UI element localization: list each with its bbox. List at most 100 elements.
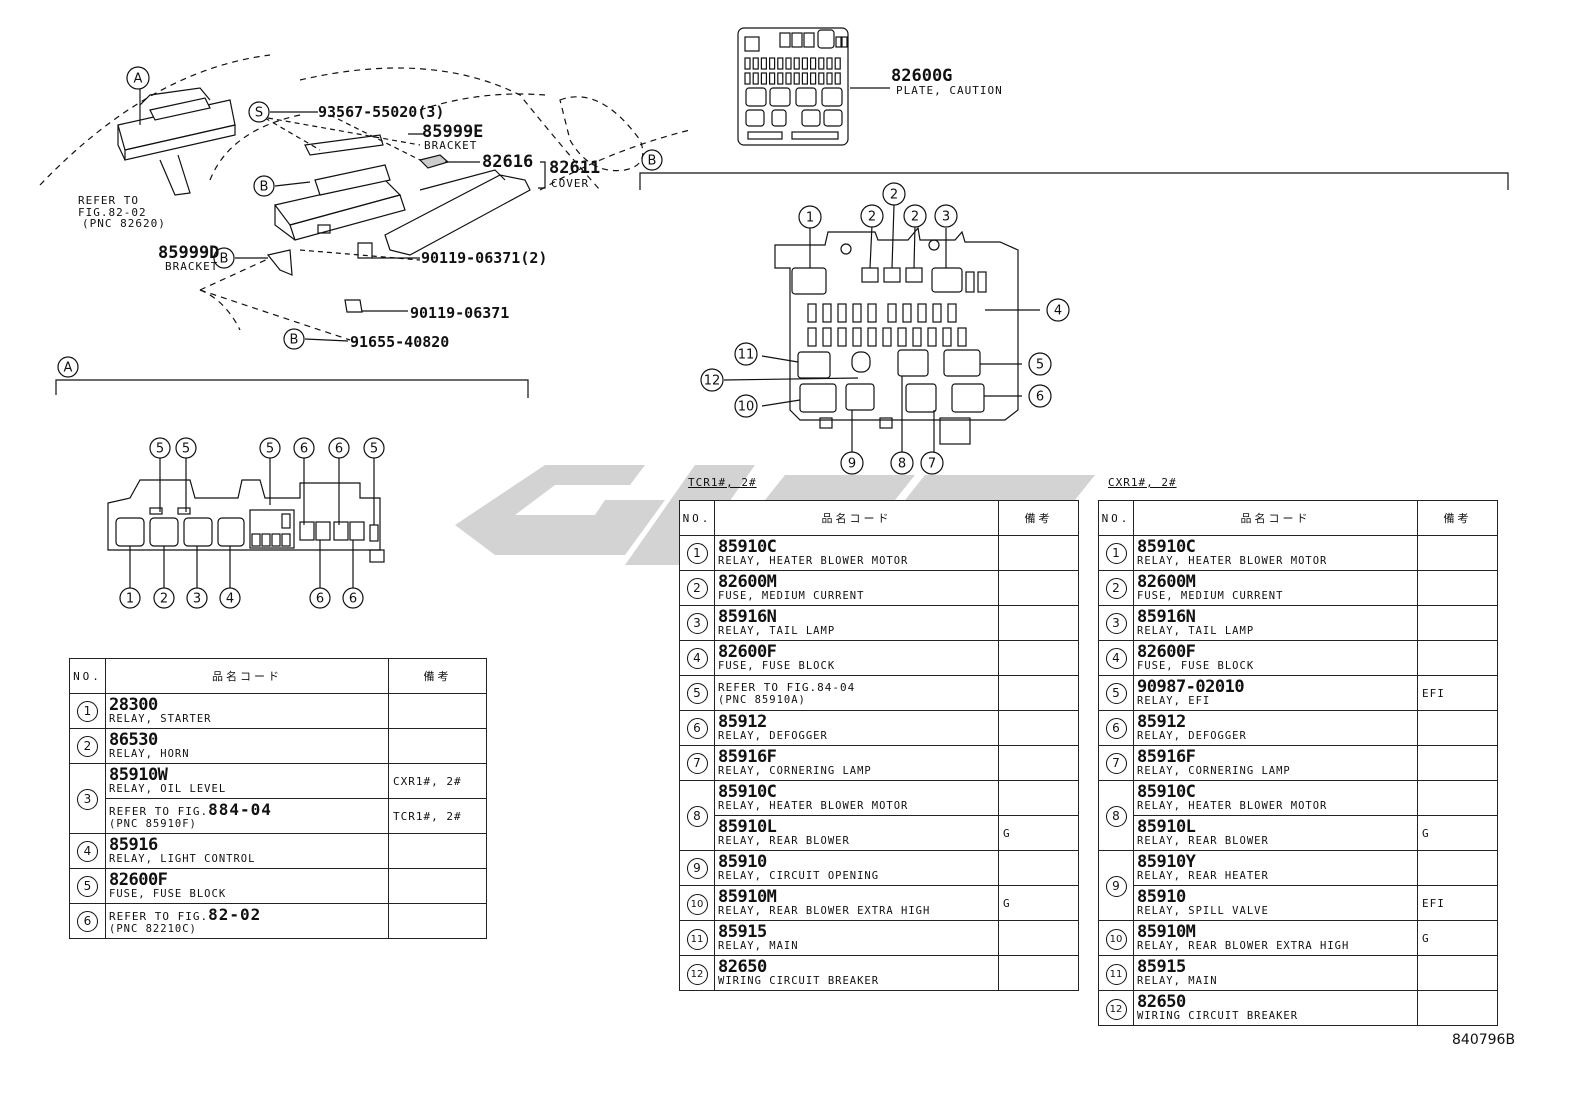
section-a-bottom-callout-2[interactable]: 2 <box>153 587 175 609</box>
section-a-bottom-callout-3[interactable]: 3 <box>186 587 208 609</box>
part-code[interactable]: 82650 <box>718 957 767 977</box>
part-code[interactable]: 85910M <box>718 887 777 907</box>
part-82611[interactable]: 82611 <box>549 158 600 178</box>
part-code[interactable]: 85916 <box>109 835 158 855</box>
part-code[interactable]: 82600F <box>718 642 777 662</box>
callout-b-screw[interactable]: B <box>283 328 305 350</box>
part-code[interactable]: 90987-02010 <box>1137 677 1245 697</box>
part-reference[interactable]: REFER TO FIG.884-04 <box>109 801 388 818</box>
section-b-callout-6[interactable]: 4 <box>1046 298 1070 322</box>
part-code[interactable]: 85910Y <box>1137 852 1196 872</box>
part-code[interactable]: 85916N <box>1137 607 1196 627</box>
section-a-bottom-callout-1[interactable]: 1 <box>119 587 141 609</box>
part-code[interactable]: 85912 <box>1137 712 1186 732</box>
part-code[interactable]: 82650 <box>1137 992 1186 1012</box>
part-code[interactable]: 82600M <box>718 572 777 592</box>
callout-a-top[interactable]: A <box>126 66 150 90</box>
section-a-top-callout-1[interactable]: 5 <box>149 437 171 459</box>
part-85999d[interactable]: 85999D <box>158 243 219 263</box>
section-b-callout-10[interactable]: 8 <box>890 451 914 475</box>
part-code[interactable]: 85910 <box>1137 887 1186 907</box>
section-b-callout-3[interactable]: 2 <box>882 182 906 206</box>
section-a-top-callout-6[interactable]: 5 <box>363 437 385 459</box>
part-93567-55020[interactable]: 93567-55020(3) <box>318 103 444 121</box>
part-code[interactable]: 85910C <box>1137 782 1196 802</box>
part-code[interactable]: 82600F <box>1137 642 1196 662</box>
section-a-bottom-callout-5[interactable]: 6 <box>309 587 331 609</box>
part-code[interactable]: 85916N <box>718 607 777 627</box>
section-a-top-callout-5[interactable]: 6 <box>328 437 350 459</box>
part-code[interactable]: 82600F <box>109 870 168 890</box>
section-a-bottom-callout-6[interactable]: 6 <box>342 587 364 609</box>
section-b-label[interactable]: B <box>641 149 663 171</box>
table-row[interactable]: REFER TO FIG.884-04(PNC 85910F)TCR1#, 2# <box>70 798 487 834</box>
part-code[interactable]: 86530 <box>109 730 158 750</box>
part-reference[interactable]: REFER TO FIG.84-04 <box>718 680 856 694</box>
section-a-bottom-callout-4[interactable]: 4 <box>219 587 241 609</box>
part-code[interactable]: 85910M <box>1137 922 1196 942</box>
section-b-callout-9[interactable]: 7 <box>920 451 944 475</box>
section-b-callout-4[interactable]: 2 <box>903 204 927 228</box>
section-a-top-callout-4[interactable]: 6 <box>293 437 315 459</box>
section-a-top-callout-3[interactable]: 5 <box>259 437 281 459</box>
section-b-callout-11[interactable]: 9 <box>840 451 864 475</box>
callout-s[interactable]: S <box>248 101 270 123</box>
section-b-callout-8[interactable]: 6 <box>1028 384 1052 408</box>
part-90119-06371-2[interactable]: 90119-06371(2) <box>421 249 547 267</box>
section-a-label[interactable]: A <box>57 356 79 378</box>
part-code[interactable]: 85915 <box>1137 957 1186 977</box>
section-b-callout-2[interactable]: 2 <box>860 204 884 228</box>
section-b-callout-13[interactable]: 11 <box>734 342 758 366</box>
part-code[interactable]: 85912 <box>718 712 767 732</box>
callout-b-top[interactable]: B <box>253 175 275 197</box>
part-82600g[interactable]: 82600G <box>891 66 952 86</box>
callout-b-bolt[interactable]: B <box>213 247 235 269</box>
part-code[interactable]: 85910L <box>718 817 777 837</box>
part-code[interactable]: 85916F <box>718 747 777 767</box>
part-code[interactable]: 82600M <box>1137 572 1196 592</box>
part-code[interactable]: 85915 <box>718 922 767 942</box>
section-a-top-callout-2[interactable]: 5 <box>175 437 197 459</box>
part-code[interactable]: 85910C <box>718 537 777 557</box>
section-b-callout-12[interactable]: 10 <box>734 394 758 418</box>
section-b-callout-5[interactable]: 3 <box>934 204 958 228</box>
part-91655-40820[interactable]: 91655-40820 <box>350 333 449 351</box>
part-code[interactable]: 28300 <box>109 695 158 715</box>
section-b-callout-14[interactable]: 12 <box>700 368 724 392</box>
part-90119-06371[interactable]: 90119-06371 <box>410 304 509 322</box>
part-code[interactable]: 85910C <box>1137 537 1196 557</box>
part-code[interactable]: 85910 <box>718 852 767 872</box>
